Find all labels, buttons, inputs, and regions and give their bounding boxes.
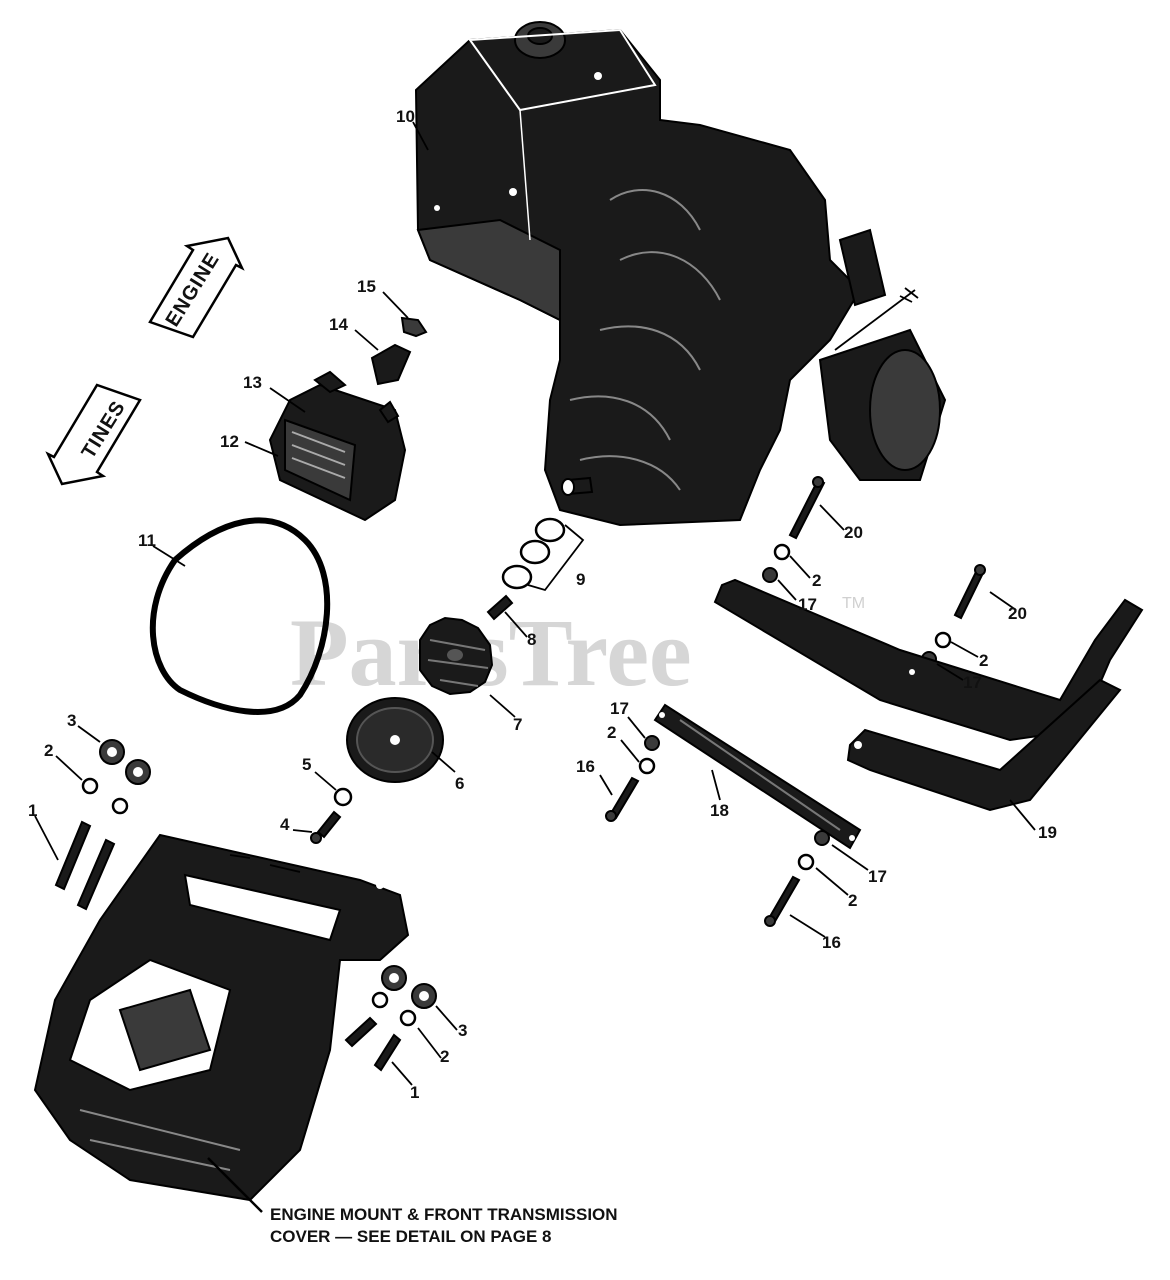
callout-9: 9 bbox=[576, 570, 585, 589]
part-9-rings bbox=[501, 517, 566, 590]
part-8-key bbox=[486, 594, 514, 621]
part-1-bolt-right-a bbox=[344, 1016, 378, 1048]
callout-labels: 10 15 14 13 12 11 9 8 7 6 5 4 3 2 1 3 2 … bbox=[28, 107, 1057, 1102]
part-14 bbox=[370, 343, 412, 386]
part-1-bolt-left-b bbox=[76, 838, 116, 911]
callout-17-lower: 17 bbox=[963, 673, 982, 692]
callout-16-lower: 16 bbox=[822, 933, 841, 952]
part-2-washer-right-a bbox=[371, 991, 389, 1009]
callout-20-upper: 20 bbox=[844, 523, 863, 542]
callout-2-bottom: 2 bbox=[848, 891, 857, 910]
callout-2-lower: 2 bbox=[979, 651, 988, 670]
callout-17-upper: 17 bbox=[798, 595, 817, 614]
note-line-2: COVER — SEE DETAIL ON PAGE 8 bbox=[270, 1227, 552, 1246]
part-2-washer-mid bbox=[638, 757, 656, 775]
callout-2-left: 2 bbox=[44, 741, 53, 760]
callout-17-mid: 17 bbox=[610, 699, 629, 718]
part-15 bbox=[400, 316, 428, 338]
part-9-bracket bbox=[527, 524, 585, 592]
watermark-tm: TM bbox=[842, 595, 865, 612]
callout-4: 4 bbox=[280, 815, 290, 834]
engine-mount-frame bbox=[33, 833, 410, 1202]
part-17-nut-bottom bbox=[814, 830, 830, 846]
tines-direction-arrow: TINES bbox=[45, 383, 142, 486]
callout-14: 14 bbox=[329, 315, 348, 334]
part-4-bolt bbox=[316, 810, 342, 839]
part-2-washer-upper bbox=[773, 543, 791, 561]
callout-12: 12 bbox=[220, 432, 239, 451]
part-18-strap bbox=[653, 703, 862, 850]
callout-3-left: 3 bbox=[67, 711, 76, 730]
callout-7: 7 bbox=[513, 715, 522, 734]
callout-6: 6 bbox=[455, 774, 464, 793]
callout-2-right: 2 bbox=[440, 1047, 449, 1066]
callout-3-right: 3 bbox=[458, 1021, 467, 1040]
callout-8: 8 bbox=[527, 630, 536, 649]
part-6-drum bbox=[346, 697, 444, 783]
callout-20-lower: 20 bbox=[1008, 604, 1027, 623]
callout-11: 11 bbox=[138, 531, 156, 550]
callout-13: 13 bbox=[243, 373, 262, 392]
part-1-bolt-right-b bbox=[373, 1033, 402, 1072]
part-1-bolt-left-a bbox=[54, 820, 92, 891]
leader-lines bbox=[34, 121, 1036, 1213]
part-5-washer bbox=[333, 787, 353, 807]
callout-19: 19 bbox=[1038, 823, 1057, 842]
callout-1-left: 1 bbox=[28, 801, 37, 820]
part-17-nut-mid bbox=[644, 735, 660, 751]
note-line-1: ENGINE MOUNT & FRONT TRANSMISSION bbox=[270, 1205, 618, 1224]
callout-10: 10 bbox=[396, 107, 415, 126]
part-2-washer-left-b bbox=[111, 797, 129, 815]
part-12-13-box bbox=[268, 370, 407, 522]
callout-2-upper: 2 bbox=[812, 571, 821, 590]
callout-2-mid: 2 bbox=[607, 723, 616, 742]
part-19-handle bbox=[713, 578, 1144, 812]
part-2-washer-bottom bbox=[797, 853, 815, 871]
part-17-nut-upper bbox=[762, 567, 778, 583]
callout-15: 15 bbox=[357, 277, 376, 296]
callout-16-upper: 16 bbox=[576, 757, 595, 776]
callout-5: 5 bbox=[302, 755, 311, 774]
part-20-bolt-upper bbox=[788, 478, 826, 540]
callout-18: 18 bbox=[710, 801, 729, 820]
callout-17-bottom: 17 bbox=[868, 867, 887, 886]
part-2-washer-right-b bbox=[399, 1009, 417, 1027]
callout-1-right: 1 bbox=[410, 1083, 419, 1102]
engine-part-10 bbox=[414, 21, 947, 527]
part-2-washer-lower bbox=[934, 631, 952, 649]
part-2-washer-left-a bbox=[81, 777, 99, 795]
part-7-pulley bbox=[419, 616, 494, 696]
part-11-belt bbox=[149, 517, 331, 715]
engine-direction-arrow: ENGINE bbox=[148, 236, 245, 339]
